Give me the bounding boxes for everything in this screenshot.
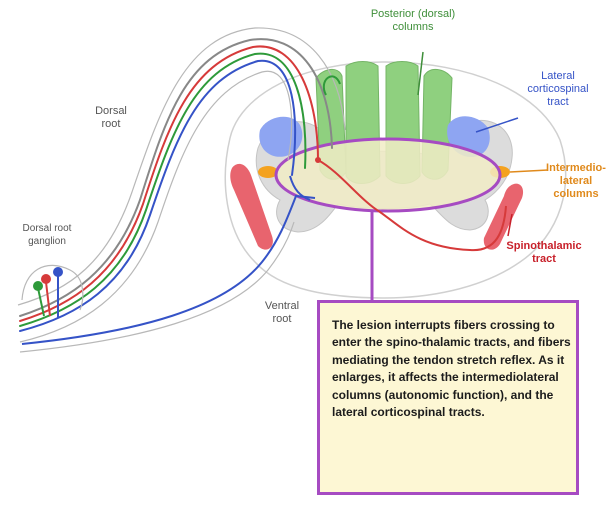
- internal-fiber-red-dot: [315, 157, 321, 163]
- ganglion-cell-blue: [53, 267, 63, 277]
- posterior-columns-label: Posterior (dorsal) columns: [358, 8, 468, 34]
- ventral-root-label: Ventral root: [256, 300, 308, 326]
- lesion-callout-text: The lesion interrupts fibers crossing to…: [332, 317, 572, 421]
- lateral-corticospinal-label: Lateral corticospinal tract: [518, 70, 598, 109]
- lesion-callout-box: The lesion interrupts fibers crossing to…: [317, 300, 579, 495]
- ganglion-cell-green: [33, 281, 43, 291]
- ganglion-stalk-green: [38, 288, 44, 316]
- dorsal-root-label: Dorsal root: [86, 105, 136, 131]
- spinothalamic-label: Spinothalamic tract: [494, 240, 594, 266]
- intermediolateral-label: Intermedio- lateral columns: [540, 162, 612, 201]
- ganglion-cell-red: [41, 274, 51, 284]
- dorsal-root-ganglion-label: Dorsal root ganglion: [10, 222, 84, 248]
